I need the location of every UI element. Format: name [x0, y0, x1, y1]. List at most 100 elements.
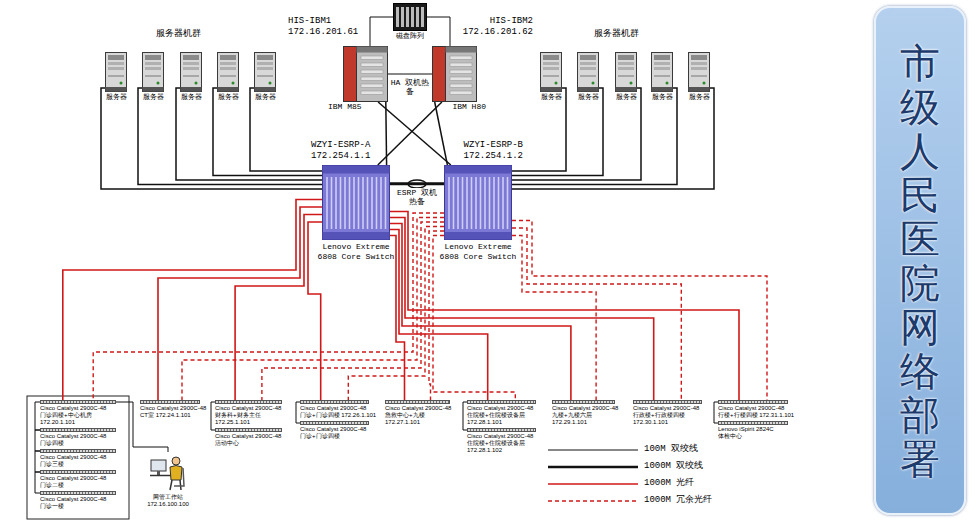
icon-part	[618, 67, 634, 70]
node-text: Cisco Catalyst 2900C-48	[718, 405, 784, 412]
icon-part	[269, 82, 272, 85]
switch-icon	[215, 400, 282, 404]
node-text: Cisco Catalyst 2900C-48	[215, 433, 281, 440]
icon-part	[220, 76, 236, 77]
icon-part	[361, 70, 383, 74]
server-node: 服务器	[215, 52, 241, 101]
icon-part	[371, 177, 373, 229]
legend-row: 1000M 光纤	[548, 478, 694, 489]
switch-icon	[40, 428, 116, 432]
icon-part	[445, 166, 512, 240]
connector	[138, 88, 322, 185]
legend-sample	[548, 496, 638, 506]
node-text: 急救中心+九楼 172.27.1.101	[385, 412, 459, 426]
node-text: Lenovo Extreme 6808 Core Switch	[434, 242, 522, 262]
connector	[463, 402, 467, 430]
icon-part	[691, 76, 707, 77]
icon-part	[691, 67, 707, 70]
connector	[35, 472, 40, 493]
icon-part	[331, 177, 333, 229]
access-switch-node: Cisco Catalyst 2900C-48门诊四楼+中心机房 172.20.…	[40, 400, 126, 426]
connector	[512, 88, 603, 176]
icon-part	[183, 62, 199, 65]
connector	[262, 222, 444, 400]
title-banner: 市级人民医院网络部署	[874, 6, 966, 515]
server-node: 服务器	[575, 52, 601, 101]
icon-part	[630, 82, 633, 85]
icon-part	[541, 53, 562, 92]
server-icon	[540, 52, 562, 92]
node-text: 服务器	[255, 93, 276, 101]
node-text: Lenovo iSpirit 2824C	[718, 426, 774, 433]
icon-part	[507, 177, 509, 229]
icon-part	[450, 84, 472, 88]
node-text: 服务器	[143, 93, 164, 101]
node-text: Lenovo Extreme 6808 Core Switch	[312, 242, 400, 262]
icon-part	[349, 177, 351, 229]
access-switch-node: Cisco Catalyst 2900C-48门诊+门诊四楼	[300, 421, 378, 440]
icon-part	[689, 87, 710, 92]
icon-part	[106, 53, 127, 92]
icon-part	[358, 177, 360, 229]
access-switch-node: Cisco Catalyst 2900C-48住院楼+住院楼设备层 172.28…	[467, 400, 545, 426]
server-icon	[577, 52, 599, 92]
icon-part	[344, 47, 388, 102]
access-switch-node: Cisco Catalyst 2900C-48急救中心+九楼 172.27.1.…	[385, 400, 459, 426]
icon-part	[340, 177, 342, 229]
legend-line	[548, 465, 638, 467]
node-text: Cisco Catalyst 2900C-48	[140, 405, 206, 412]
node-text: WZYI-ESRP-A 172.254.1.1	[311, 140, 391, 162]
icon-part	[446, 47, 477, 53]
icon-part	[108, 62, 124, 65]
icon-part	[145, 67, 161, 70]
node-text: IBM M85	[328, 102, 362, 111]
icon-part	[445, 232, 512, 240]
icon-part	[401, 7, 404, 27]
server-node: 服务器	[686, 52, 712, 101]
switch-icon	[467, 428, 536, 432]
storage-node: 磁盘阵列	[390, 3, 430, 40]
icon-part	[396, 7, 399, 27]
connector	[35, 430, 40, 451]
node-text: HIS-IBM1 172.16.201.61	[288, 16, 368, 38]
icon-part	[344, 177, 346, 229]
icon-part	[380, 177, 382, 229]
node-text: 活动中心	[215, 440, 239, 447]
icon-part	[543, 76, 559, 77]
node-text: 财务科+财务主任 172.25.1.101	[215, 412, 291, 426]
core-switch-node: WZYI-ESRP-A 172.254.1.1Lenovo Extreme 68…	[311, 140, 401, 262]
icon-part	[541, 87, 562, 92]
icon-part	[450, 56, 472, 60]
host-node: HIS-IBM2 172.16.201.62IBM H80	[428, 16, 533, 111]
icon-part	[471, 177, 473, 229]
node-text: HIS-IBM2 172.16.201.62	[453, 16, 533, 38]
icon-part	[416, 7, 419, 27]
icon-part	[361, 77, 383, 81]
legend-sample	[548, 445, 638, 455]
server-node: 服务器	[613, 52, 639, 101]
icon-part	[406, 7, 409, 27]
server-node: 服务器	[538, 52, 564, 101]
node-text: 服务器	[652, 93, 673, 101]
icon-part	[652, 53, 673, 92]
icon-part	[480, 177, 482, 229]
access-switch-node: Lenovo iSpirit 2824C体检中心	[718, 421, 798, 440]
icon-part	[580, 62, 596, 65]
switch-icon	[140, 400, 200, 404]
connector	[714, 402, 718, 423]
group-label: 服务器机群	[594, 28, 639, 39]
access-switch-node: Cisco Catalyst 2900C-48门诊二楼	[40, 470, 126, 489]
switch-icon	[552, 400, 615, 404]
edge-label: ESRP 双机热备	[396, 188, 438, 206]
icon-part	[150, 475, 171, 477]
icon-part	[151, 460, 166, 471]
host-icon	[432, 46, 477, 102]
node-text: 服务器	[106, 93, 127, 101]
icon-part	[543, 62, 559, 65]
server-icon	[254, 52, 276, 92]
icon-part	[457, 177, 459, 229]
node-text: 住院楼+住院楼设备层 172.28.1.102	[467, 440, 545, 454]
icon-part	[691, 55, 707, 60]
icon-part	[170, 480, 181, 490]
node-text: 体检中心	[718, 433, 742, 440]
